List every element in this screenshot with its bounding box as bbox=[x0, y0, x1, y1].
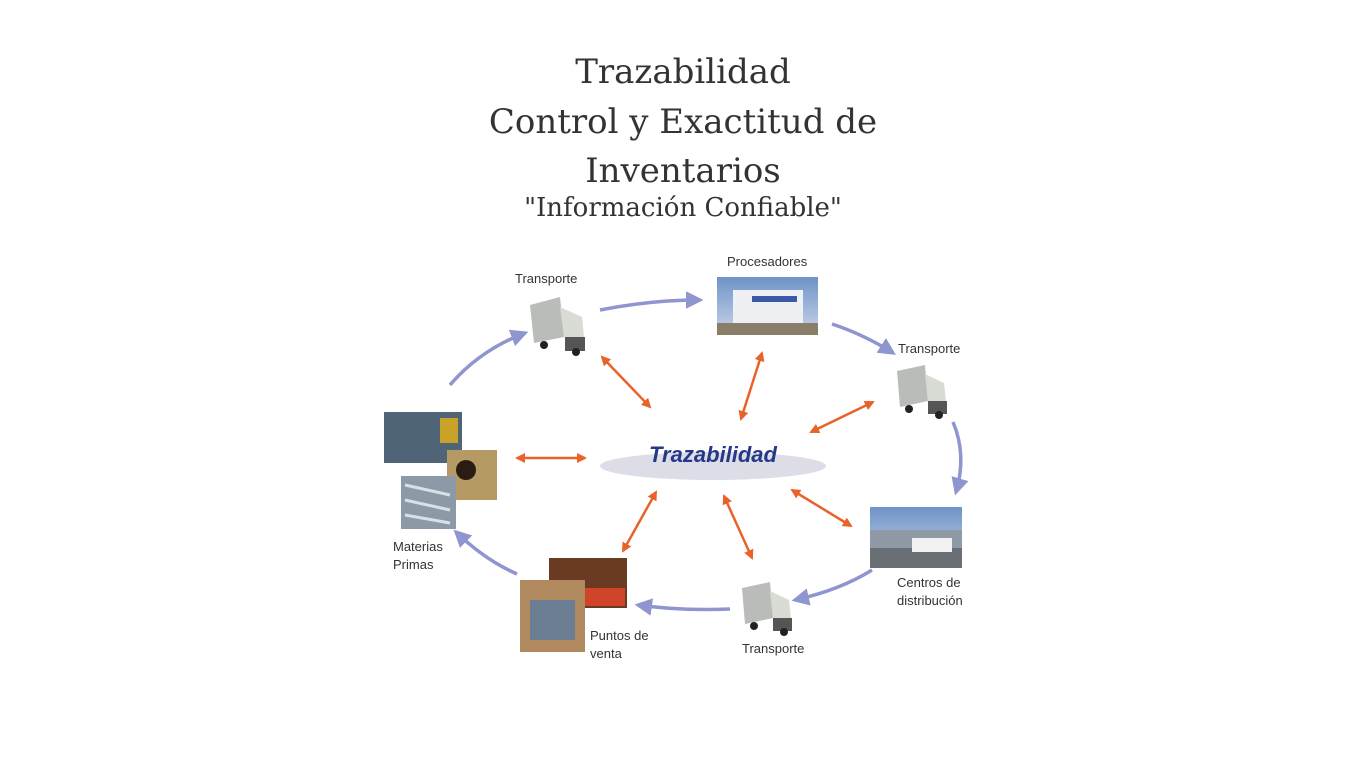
node-label-materias-line2: Primas bbox=[393, 557, 434, 572]
flow-arrow bbox=[599, 291, 704, 312]
trace-arrow bbox=[790, 488, 853, 528]
trace-arrow bbox=[600, 355, 652, 409]
trace-arrow bbox=[738, 351, 765, 421]
node-label-materias-line1: Materias bbox=[393, 539, 443, 554]
node-label-transporte-2: Transporte bbox=[898, 341, 961, 356]
flow-arrow bbox=[951, 421, 969, 496]
trace-arrow bbox=[621, 490, 658, 553]
center-label: Trazabilidad bbox=[649, 442, 777, 467]
center-ellipse bbox=[600, 452, 826, 480]
processor-building-image bbox=[717, 277, 818, 335]
truck-icon bbox=[530, 297, 585, 356]
raw-materials-image bbox=[384, 412, 497, 529]
node-label-transporte-3: Transporte bbox=[742, 641, 805, 656]
flow-arrow bbox=[453, 529, 518, 576]
node-label-centros-line2: distribución bbox=[897, 593, 963, 608]
node-label-puntos-line2: venta bbox=[590, 646, 622, 661]
trace-arrow bbox=[809, 400, 875, 434]
node-label-centros: Centros de distribución bbox=[897, 574, 963, 610]
node-label-transporte-1: Transporte bbox=[515, 271, 578, 286]
node-label-puntos: Puntos de venta bbox=[590, 627, 649, 663]
flow-arrow bbox=[791, 568, 873, 606]
subtitle: "Información Confiable" bbox=[524, 193, 842, 223]
node-label-procesadores: Procesadores bbox=[727, 254, 808, 269]
flow-arrow bbox=[831, 322, 896, 355]
title-line-1: Trazabilidad bbox=[575, 52, 791, 92]
node-label-centros-line1: Centros de bbox=[897, 575, 961, 590]
sales-points-image bbox=[520, 558, 627, 652]
truck-icon bbox=[897, 365, 947, 419]
node-label-puntos-line1: Puntos de bbox=[590, 628, 649, 643]
distribution-center-image bbox=[870, 507, 962, 568]
flow-arrow bbox=[634, 598, 731, 616]
node-label-materias: Materias Primas bbox=[393, 538, 443, 574]
title-line-3: Inventarios bbox=[585, 151, 781, 191]
trace-arrow bbox=[722, 494, 754, 560]
truck-icon bbox=[742, 582, 792, 636]
title-line-2: Control y Exactitud de bbox=[488, 102, 878, 142]
flow-arrow bbox=[448, 329, 529, 387]
